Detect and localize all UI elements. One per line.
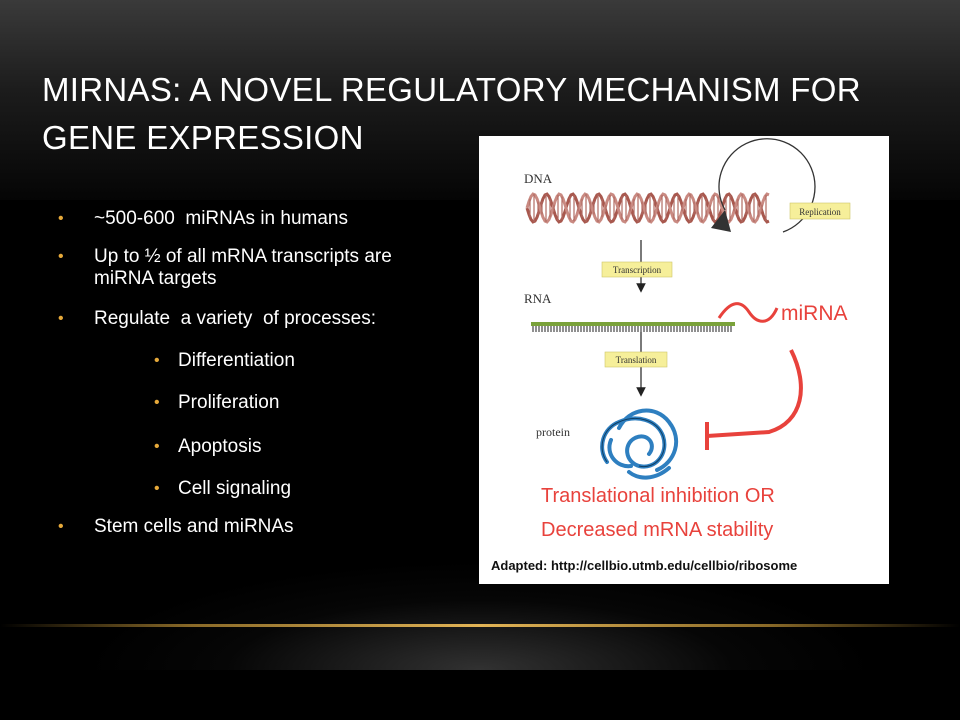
bullet-dot-icon: • [154,352,160,369]
bullet-text: Proliferation [178,392,280,413]
bullet-dot-icon: • [154,394,160,411]
bullet-text: Apoptosis [178,436,262,457]
mirna-label: miRNA [781,302,848,325]
dna-label: DNA [524,171,553,186]
effect-text-line-1: Translational inhibition OR [541,485,775,507]
rna-strand-icon [531,322,735,332]
dna-helix-icon [525,192,770,224]
bullet-dot-icon: • [58,518,64,535]
inhibition-arrow-icon [706,349,803,438]
translation-label-box [604,351,668,368]
bullet-dot-icon: • [154,480,160,497]
transcription-label-box [601,261,673,278]
mirna-diagram-figure: DNA Replication Transcription RNA miRNA … [479,136,889,584]
mirna-squiggle-icon [717,302,779,323]
bullet-text: ~500-600 miRNAs in humans [94,208,348,229]
bullet-dot-icon: • [154,438,160,455]
transcription-label: Transcription [613,265,662,275]
bullet-item: • Differentiation [56,350,436,372]
replication-label-box [789,202,851,220]
figure-credit: Adapted: http://cellbio.utmb.edu/cellbio… [491,558,797,573]
effect-text-line-2: Decreased mRNA stability [541,519,773,541]
bullet-text: Regulate a variety of processes: [94,308,376,329]
bullet-item: • ~500-600 miRNAs in humans [56,208,436,230]
bullet-dot-icon: • [58,310,64,327]
bullet-dot-icon: • [58,248,64,265]
slide-title: miRNAs: A novel regulatory mechanism for… [42,71,861,156]
protein-fold-outline [601,418,665,468]
bullet-text: Differentiation [178,350,295,371]
diagram-svg: DNA Replication Transcription RNA miRNA … [491,138,851,573]
bullet-item: • Stem cells and miRNAs [56,516,436,538]
bullet-text: Stem cells and miRNAs [94,516,294,537]
bullet-item: • Apoptosis [56,436,436,458]
bullet-item: • Up to ½ of all mRNA transcripts are mi… [56,246,436,290]
bullet-item: • Regulate a variety of processes: [56,308,436,330]
replication-label: Replication [799,207,841,217]
protein-label: protein [536,425,570,439]
translation-label: Translation [616,355,657,365]
bullet-text: Cell signaling [178,478,292,499]
bullet-item: • Proliferation [56,392,436,414]
bullet-dot-icon: • [58,210,64,227]
gold-divider-line [0,624,960,627]
bullet-list: • ~500-600 miRNAs in humans • Up to ½ of… [56,200,436,538]
rna-label: RNA [524,291,552,306]
bullet-item: • Cell signaling [56,478,436,500]
bullet-text: Up to ½ of all mRNA transcripts are miRN… [94,246,392,289]
